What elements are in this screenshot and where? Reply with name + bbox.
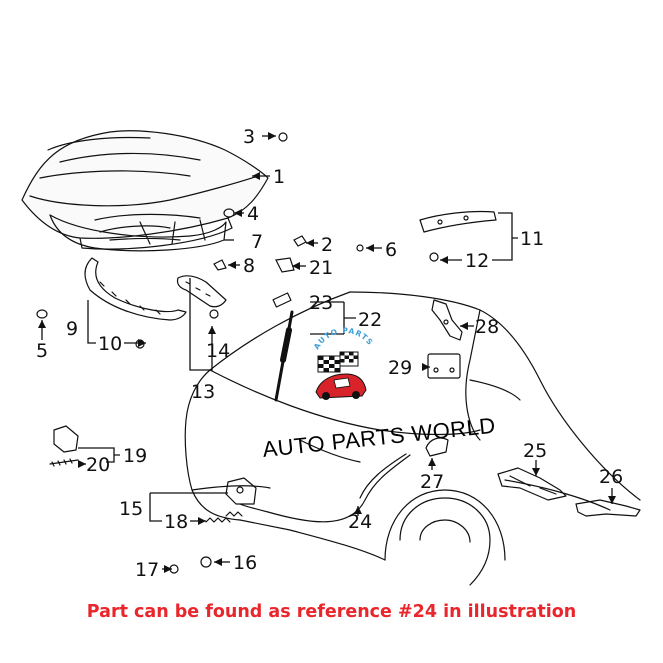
release-handle [425, 437, 449, 457]
callout-25: 25 [523, 440, 547, 462]
race-car-icon [315, 373, 367, 400]
bumper-21 [275, 257, 295, 273]
hood-lock [225, 477, 257, 505]
watermark-text: AUTO PARTS WORLD [261, 413, 496, 462]
callout-20: 20 [86, 454, 110, 476]
callout-12: 12 [465, 250, 489, 272]
hood-inner-panel [49, 213, 227, 252]
callout-11: 11 [520, 228, 544, 250]
clip-2 [293, 235, 307, 247]
clip-3 [278, 132, 288, 142]
hood-seal-bracket [176, 275, 227, 308]
callout-8: 8 [243, 255, 255, 277]
springs-18 [205, 511, 243, 523]
callout-4: 4 [247, 203, 259, 225]
callout-21: 21 [309, 257, 333, 279]
reference-caption: Part can be found as reference #24 in il… [86, 602, 577, 622]
callout-27: 27 [420, 471, 444, 493]
callout-29: 29 [388, 357, 412, 379]
clip-6 [356, 244, 364, 252]
side-bracket-26 [575, 499, 641, 517]
hood-support-rod [272, 292, 294, 402]
hood-panel [21, 130, 269, 250]
callout-26: 26 [599, 466, 623, 488]
clip-16 [200, 556, 212, 568]
clip-12 [429, 252, 439, 262]
callout-14: 14 [206, 340, 230, 362]
hood-hinge [431, 299, 463, 341]
callout-7: 7 [251, 231, 263, 253]
callout-28: 28 [475, 316, 499, 338]
bolt-20 [49, 458, 79, 467]
callout-23: 23 [309, 292, 333, 314]
callout-10: 10 [98, 333, 122, 355]
callout-18: 18 [164, 511, 188, 533]
callout-24: 24 [348, 511, 372, 533]
callout-3: 3 [243, 126, 255, 148]
callout-19: 19 [123, 445, 147, 467]
clip-8 [213, 259, 227, 271]
hood-bracket-11 [419, 210, 497, 233]
insulator-pad [427, 353, 461, 379]
callout-15: 15 [119, 498, 143, 520]
callout-6: 6 [385, 239, 397, 261]
callout-13: 13 [191, 381, 215, 403]
callout-2: 2 [321, 234, 333, 256]
side-bracket-25 [497, 467, 567, 501]
callout-22: 22 [358, 309, 382, 331]
callout-17: 17 [135, 559, 159, 581]
hood-release-cable [239, 453, 411, 523]
clip-4 [223, 208, 235, 218]
callout-1: 1 [273, 166, 285, 188]
checkered-flag-icon [317, 351, 359, 373]
clip-5 [36, 309, 48, 319]
vehicle-body-outline [184, 291, 641, 586]
latch-19 [53, 425, 79, 453]
hood-seal [84, 257, 187, 321]
callout-9: 9 [66, 318, 78, 340]
callout-16: 16 [233, 552, 257, 574]
callout-5: 5 [36, 340, 48, 362]
clip-14 [209, 309, 219, 319]
